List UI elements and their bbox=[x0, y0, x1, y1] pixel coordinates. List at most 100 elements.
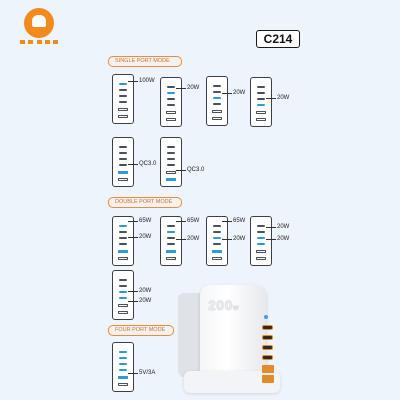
port-output-label: 20W bbox=[187, 85, 200, 91]
label-leader-line bbox=[176, 88, 186, 89]
usb-c-port-icon bbox=[167, 164, 175, 166]
usb-c-port-icon bbox=[119, 83, 127, 85]
usb-c-port-icon bbox=[167, 237, 175, 239]
usb-a-port-icon bbox=[256, 250, 266, 253]
label-leader-line bbox=[266, 227, 276, 228]
usb-c-port-icon bbox=[257, 86, 265, 88]
usb-a-port-icon bbox=[212, 257, 222, 260]
usb-a-port-icon bbox=[118, 171, 128, 174]
port-output-label: 20W bbox=[139, 288, 152, 294]
usb-c-port-icon bbox=[257, 225, 265, 227]
label-leader-line bbox=[222, 221, 232, 222]
usb-a-port-icon bbox=[166, 111, 176, 114]
label-leader-line bbox=[128, 237, 138, 238]
usb-c-port-icon bbox=[257, 237, 265, 239]
charger-stand bbox=[184, 371, 280, 393]
label-leader-line bbox=[128, 373, 138, 374]
port-output-label: 20W bbox=[277, 236, 290, 242]
usb-a-port-icon bbox=[118, 304, 128, 307]
usb-c-port-icon bbox=[119, 357, 127, 359]
usb-a-port-icon bbox=[256, 111, 266, 114]
usb-a-port-icon bbox=[118, 311, 128, 314]
usb-c-port-icon bbox=[119, 158, 127, 160]
usb-c-port-icon bbox=[119, 369, 127, 371]
usb-a-port-icon bbox=[166, 257, 176, 260]
usb-c-port-icon bbox=[213, 231, 221, 233]
label-leader-line bbox=[128, 221, 138, 222]
label-leader-line bbox=[128, 291, 138, 292]
usb-c-port-icon bbox=[119, 285, 127, 287]
port-output-label: 65W bbox=[187, 218, 200, 224]
section-single-port-mode: SINGLE PORT MODE bbox=[108, 56, 182, 67]
usb-a-port-icon bbox=[212, 117, 222, 120]
usb-c-port-icon bbox=[119, 279, 127, 281]
usb-c-port-icon bbox=[119, 291, 127, 293]
single_port-diagram bbox=[112, 74, 134, 124]
port-output-label: 5V/3A bbox=[139, 370, 156, 376]
port-output-label: 20W bbox=[187, 236, 200, 242]
usb-c-port-icon bbox=[213, 97, 221, 99]
double_port-diagram bbox=[206, 216, 228, 266]
usb-a-port-icon bbox=[118, 178, 128, 181]
usb-c-port-icon bbox=[257, 243, 265, 245]
usb-c-port-icon bbox=[213, 85, 221, 87]
port-output-label: 20W bbox=[233, 236, 246, 242]
usb-a-port-icon bbox=[256, 257, 266, 260]
four_port-diagram bbox=[112, 342, 134, 392]
usb-c-port-icon bbox=[167, 146, 175, 148]
usb-a-port-icon bbox=[118, 383, 128, 386]
double_port-diagram bbox=[160, 216, 182, 266]
charger-usbc-port bbox=[262, 355, 273, 360]
port-output-label: 65W bbox=[233, 218, 246, 224]
label-leader-line bbox=[266, 239, 276, 240]
usb-c-port-icon bbox=[257, 98, 265, 100]
usb-a-port-icon bbox=[118, 115, 128, 118]
usb-c-port-icon bbox=[119, 152, 127, 154]
usb-a-port-icon bbox=[256, 118, 266, 121]
single_port-diagram bbox=[160, 137, 182, 187]
usb-c-port-icon bbox=[119, 363, 127, 365]
port-output-label: 65W bbox=[139, 218, 152, 224]
usb-c-port-icon bbox=[167, 86, 175, 88]
port-output-label: QC3.0 bbox=[139, 161, 157, 167]
usb-c-port-icon bbox=[213, 243, 221, 245]
usb-c-port-icon bbox=[257, 92, 265, 94]
double_port-diagram bbox=[250, 216, 272, 266]
port-output-label: 20W bbox=[277, 95, 290, 101]
usb-c-port-icon bbox=[167, 158, 175, 160]
usb-c-port-icon bbox=[167, 92, 175, 94]
usb-a-port-icon bbox=[212, 110, 222, 113]
usb-c-port-icon bbox=[119, 243, 127, 245]
charger-usba-port bbox=[262, 365, 274, 373]
usb-c-port-icon bbox=[213, 91, 221, 93]
usb-c-port-icon bbox=[167, 98, 175, 100]
charger-power-badge: 200W bbox=[208, 297, 240, 313]
usb-a-port-icon bbox=[166, 178, 176, 181]
usb-c-port-icon bbox=[213, 103, 221, 105]
label-leader-line bbox=[266, 98, 276, 99]
usb-c-port-icon bbox=[119, 146, 127, 148]
usb-c-port-icon bbox=[119, 237, 127, 239]
charger-usbc-port bbox=[262, 345, 273, 350]
charger-usba-port bbox=[262, 375, 274, 383]
usb-c-port-icon bbox=[119, 164, 127, 166]
brand-wordmark bbox=[20, 40, 58, 44]
port-output-label: 100W bbox=[139, 78, 155, 84]
port-output-label: 20W bbox=[139, 234, 152, 240]
label-leader-line bbox=[176, 239, 186, 240]
section-four-port-mode: FOUR PORT MODE bbox=[108, 325, 174, 336]
label-leader-line bbox=[222, 239, 232, 240]
usb-a-port-icon bbox=[118, 376, 128, 379]
usb-a-port-icon bbox=[118, 257, 128, 260]
single_port-diagram bbox=[250, 77, 272, 127]
usb-a-port-icon bbox=[166, 250, 176, 253]
port-output-label: 20W bbox=[233, 90, 246, 96]
usb-c-port-icon bbox=[119, 297, 127, 299]
charger-usbc-port bbox=[262, 335, 273, 340]
usb-a-port-icon bbox=[118, 250, 128, 253]
charger-usbc-port bbox=[262, 325, 273, 330]
usb-c-port-icon bbox=[167, 152, 175, 154]
double_port-diagram bbox=[112, 216, 134, 266]
section-double-port-mode: DOUBLE PORT MODE bbox=[108, 197, 182, 208]
usb-c-port-icon bbox=[257, 104, 265, 106]
